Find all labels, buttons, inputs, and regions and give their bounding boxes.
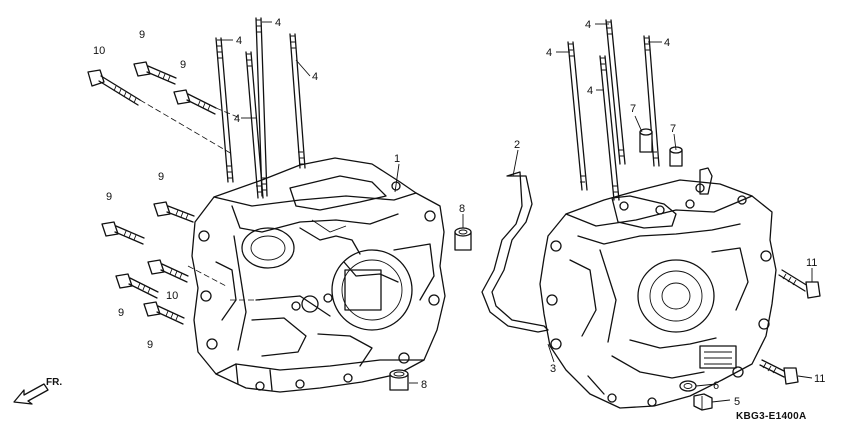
bolt-10-upper (87, 69, 141, 106)
stud-bolt (605, 19, 626, 165)
diagram-part-code: KBG3-E1400A (736, 411, 807, 422)
callout-4: 4 (587, 85, 593, 97)
flange-bolts (87, 61, 241, 325)
callout-4: 4 (275, 17, 281, 29)
stud-bolt (245, 51, 264, 199)
front-arrow-icon (13, 383, 49, 405)
dowel-8-lower (389, 369, 409, 391)
callout-1: 1 (394, 153, 400, 165)
callout-11: 11 (814, 373, 825, 385)
drain-bolt (693, 393, 713, 411)
callout-4: 4 (664, 37, 670, 49)
callout-4: 4 (236, 35, 242, 47)
stud-bolt (215, 37, 234, 183)
bolt-9-b (173, 89, 217, 115)
callout-9: 9 (158, 171, 164, 183)
front-direction-indicator: FR. (13, 377, 62, 405)
bolt-9-d (101, 221, 145, 245)
callout-2: 2 (514, 139, 520, 151)
callout-9: 9 (180, 59, 186, 71)
bolt-9-a (133, 61, 177, 85)
callout-labels: 1 2 3 4 4 4 4 4 4 4 4 5 6 7 7 8 8 9 9 9 … (93, 17, 825, 408)
callout-9: 9 (147, 339, 153, 351)
callout-10: 10 (166, 290, 178, 302)
callout-3: 3 (550, 363, 556, 375)
bolt-10-lower (147, 259, 189, 283)
stud-bolt (255, 17, 268, 197)
callout-9: 9 (106, 191, 112, 203)
stud-bolt (567, 41, 588, 191)
gasket (481, 171, 549, 333)
right-crankcase (539, 167, 777, 409)
left-crankcase (187, 157, 446, 393)
front-label: FR. (46, 377, 62, 388)
bolt-11-upper (778, 269, 821, 299)
callout-4: 4 (585, 19, 591, 31)
dowel-pins (639, 128, 683, 167)
callout-9: 9 (139, 29, 145, 41)
stud-bolt (289, 33, 306, 169)
callout-8: 8 (459, 203, 465, 215)
callout-4: 4 (312, 71, 318, 83)
sealing-washer (679, 380, 697, 392)
dowel-8-upper (454, 227, 472, 251)
callout-7: 7 (670, 123, 676, 135)
bolt-11-lower (759, 359, 799, 385)
callout-8: 8 (421, 379, 427, 391)
bolt-9-f (143, 301, 185, 325)
stud-bolt (599, 55, 620, 201)
callout-4: 4 (546, 47, 552, 59)
callout-10: 10 (93, 45, 105, 57)
bolt-9-c (153, 201, 195, 223)
callout-11: 11 (806, 257, 817, 269)
callout-4: 4 (234, 113, 240, 125)
callout-7: 7 (630, 103, 636, 115)
callout-6: 6 (713, 380, 719, 392)
callout-9: 9 (118, 307, 124, 319)
callout-5: 5 (734, 396, 740, 408)
leader-lines (222, 21, 813, 403)
bolt-9-e (115, 273, 159, 299)
